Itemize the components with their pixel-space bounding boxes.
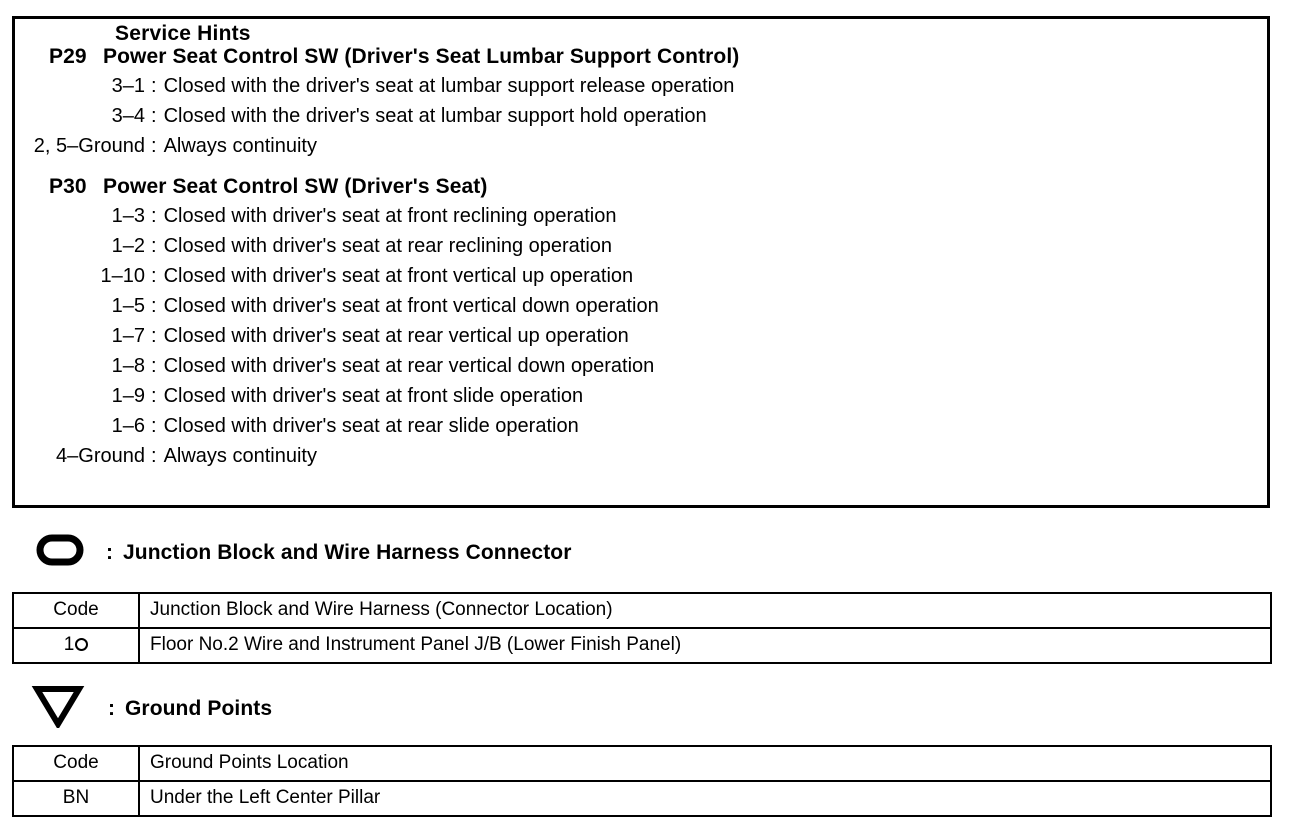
ground-point-code-cell: BN (12, 780, 140, 817)
pin-condition-row: 1–3 : Closed with driver's seat at front… (15, 201, 1267, 231)
pin-label: 1–2 (111, 235, 145, 257)
pin-label: 1–9 (111, 385, 145, 407)
pin-condition-row: 4–Ground : Always continuity (15, 441, 1267, 471)
pin-label: 1–8 (111, 355, 145, 377)
pin-condition-text: Closed with driver's seat at front verti… (163, 265, 634, 287)
ground-points-legend-label: Ground Points (125, 696, 273, 720)
pin-separator: : (151, 445, 157, 467)
pin-separator: : (151, 235, 157, 257)
connector-code-p30: P30 (49, 175, 87, 198)
connector-heading-p29: P29 Power Seat Control SW (Driver's Seat … (15, 45, 1267, 69)
pin-separator: : (151, 105, 157, 127)
pin-condition-row: 1–5 : Closed with driver's seat at front… (15, 291, 1267, 321)
pin-condition-row: 1–6 : Closed with driver's seat at rear … (15, 411, 1267, 441)
connector-group-p29: P29 Power Seat Control SW (Driver's Seat … (15, 45, 1267, 161)
pin-separator: : (151, 295, 157, 317)
table-header-location: Junction Block and Wire Harness (Connect… (138, 592, 1272, 629)
circle-glyph-icon (75, 638, 89, 651)
pin-separator: : (151, 415, 157, 437)
junction-block-table: Code Junction Block and Wire Harness (Co… (12, 592, 1272, 664)
connector-code-p29: P29 (49, 45, 87, 68)
junction-block-location-cell: Floor No.2 Wire and Instrument Panel J/B… (138, 627, 1272, 664)
legend-separator: : (106, 540, 113, 564)
table-row: BN Under the Left Center Pillar (12, 780, 1272, 817)
pin-separator: : (151, 205, 157, 227)
pin-separator: : (151, 265, 157, 287)
pin-condition-text: Closed with driver's seat at front slide… (163, 385, 584, 407)
pin-condition-text: Closed with driver's seat at front recli… (163, 205, 617, 227)
pin-label: 1–3 (111, 205, 145, 227)
pin-separator: : (151, 385, 157, 407)
pin-condition-row: 3–1 : Closed with the driver's seat at l… (15, 71, 1267, 101)
pin-label: 3–1 (111, 75, 145, 97)
pin-condition-row: 1–8 : Closed with driver's seat at rear … (15, 351, 1267, 381)
ground-point-location-cell: Under the Left Center Pillar (138, 780, 1272, 817)
pin-label: 1–6 (111, 415, 145, 437)
pin-condition-text: Closed with driver's seat at rear reclin… (163, 235, 613, 257)
ground-points-legend: : Ground Points (30, 684, 272, 733)
table-header-code: Code (12, 745, 140, 782)
pin-condition-text: Always continuity (163, 135, 317, 157)
pin-separator: : (151, 325, 157, 347)
pin-label: 1–10 (100, 265, 146, 287)
table-header-code: Code (12, 592, 140, 629)
pin-condition-row: 1–2 : Closed with driver's seat at rear … (15, 231, 1267, 261)
connector-heading-p30: P30 Power Seat Control SW (Driver's Seat) (15, 175, 1267, 199)
junction-block-legend: : Junction Block and Wire Harness Connec… (36, 533, 572, 572)
pin-label: 1–5 (111, 295, 145, 317)
pin-separator: : (151, 75, 157, 97)
rounded-rectangle-connector-icon (36, 533, 84, 572)
pin-condition-row: 3–4 : Closed with the driver's seat at l… (15, 101, 1267, 131)
connector-group-p30: P30 Power Seat Control SW (Driver's Seat)… (15, 175, 1267, 471)
connector-title-p29: Power Seat Control SW (Driver's Seat Lum… (103, 45, 740, 68)
pin-label: 2, 5–Ground (33, 135, 145, 157)
table-header-row: Code Junction Block and Wire Harness (Co… (12, 592, 1272, 629)
junction-block-code-cell: 1 (12, 627, 140, 664)
table-row: 1 Floor No.2 Wire and Instrument Panel J… (12, 627, 1272, 664)
pin-condition-text: Closed with the driver's seat at lumbar … (163, 75, 735, 97)
pin-condition-text: Always continuity (163, 445, 317, 467)
pin-separator: : (151, 355, 157, 377)
connector-title-p30: Power Seat Control SW (Driver's Seat) (103, 175, 488, 198)
legend-separator: : (108, 696, 115, 720)
pin-condition-text: Closed with driver's seat at rear slide … (163, 415, 579, 437)
pin-condition-text: Closed with driver's seat at rear vertic… (163, 325, 629, 347)
junction-block-legend-label: Junction Block and Wire Harness Connecto… (123, 540, 572, 564)
down-triangle-ground-icon (30, 684, 86, 733)
pin-condition-row: 1–10 : Closed with driver's seat at fron… (15, 261, 1267, 291)
pin-label: 4–Ground (56, 445, 145, 467)
pin-condition-row: 1–9 : Closed with driver's seat at front… (15, 381, 1267, 411)
table-header-location: Ground Points Location (138, 745, 1272, 782)
pin-condition-row: 1–7 : Closed with driver's seat at rear … (15, 321, 1267, 351)
service-hints-content: P29 Power Seat Control SW (Driver's Seat … (15, 19, 1267, 471)
pin-condition-text: Closed with driver's seat at front verti… (163, 295, 659, 317)
pin-separator: : (151, 135, 157, 157)
service-hints-legend-title: Service Hints (103, 21, 263, 47)
pin-label: 1–7 (111, 325, 145, 347)
ground-points-table: Code Ground Points Location BN Under the… (12, 745, 1272, 817)
pin-condition-row: 2, 5–Ground : Always continuity (15, 131, 1267, 161)
pin-condition-text: Closed with driver's seat at rear vertic… (163, 355, 655, 377)
pin-label: 3–4 (111, 105, 145, 127)
pin-condition-text: Closed with the driver's seat at lumbar … (163, 105, 707, 127)
table-header-row: Code Ground Points Location (12, 745, 1272, 782)
junction-block-code-value: 1 (63, 634, 75, 655)
